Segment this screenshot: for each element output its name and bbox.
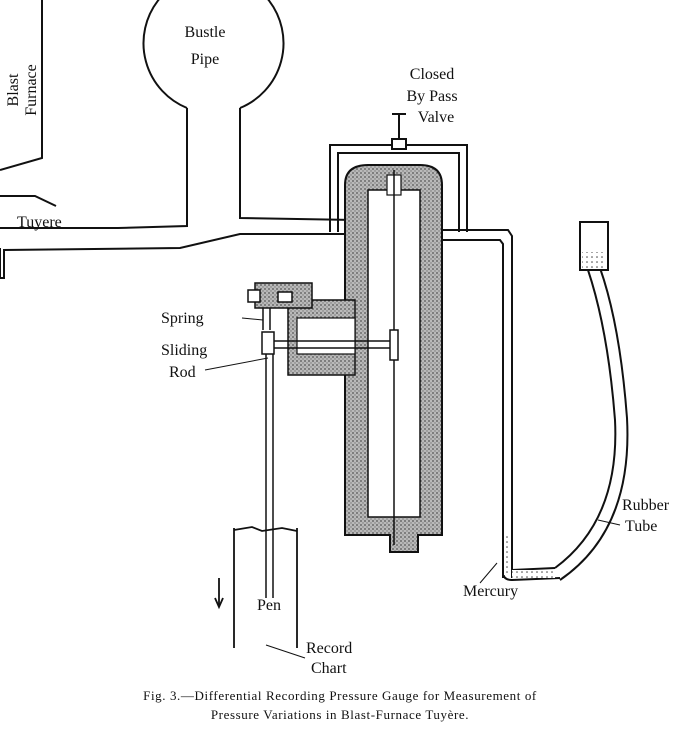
record-chart — [214, 526, 298, 648]
label-record: Record — [306, 640, 352, 657]
label-valve: Valve — [418, 109, 454, 126]
label-furnace: Furnace — [23, 64, 40, 116]
caption-line-1: Fig. 3.—Differential Recording Pressure … — [143, 688, 537, 703]
label-pen: Pen — [257, 597, 281, 614]
mercury-reservoir — [579, 221, 609, 271]
by-pass-valve — [391, 113, 407, 150]
inner-rod — [389, 170, 399, 545]
sliding-rod — [261, 331, 390, 355]
label-tuyere: Tuyere — [17, 214, 62, 231]
rubber-tube — [554, 267, 629, 581]
diagram-labels: Blast Furnace Bustle Pipe Closed By Pass… — [5, 24, 670, 677]
caption-line-2: Pressure Variations in Blast-Furnace Tuy… — [211, 707, 469, 722]
spring-block — [247, 282, 313, 330]
label-rod: Rod — [169, 364, 196, 381]
label-mercury: Mercury — [463, 583, 518, 600]
label-bustle: Bustle — [185, 24, 226, 41]
label-sliding: Sliding — [161, 342, 207, 359]
label-closed: Closed — [410, 66, 454, 83]
label-rubber: Rubber — [622, 497, 670, 514]
gauge-housing — [287, 164, 443, 553]
mercury-u-tube — [502, 535, 561, 582]
label-by-pass: By Pass — [406, 88, 457, 105]
label-tube: Tube — [625, 518, 657, 535]
bustle-pipe — [142, 0, 285, 200]
tuyere-pipe — [0, 200, 356, 279]
label-chart: Chart — [311, 660, 347, 677]
label-spring: Spring — [161, 310, 204, 327]
pen-arm — [265, 354, 274, 598]
label-blast: Blast — [5, 73, 22, 106]
blast-furnace-wall — [0, 0, 57, 207]
label-pipe: Pipe — [191, 51, 219, 68]
figure-caption: Fig. 3.—Differential Recording Pressure … — [143, 688, 537, 722]
leader-lines — [204, 317, 621, 659]
mercury-pipe — [442, 229, 513, 578]
